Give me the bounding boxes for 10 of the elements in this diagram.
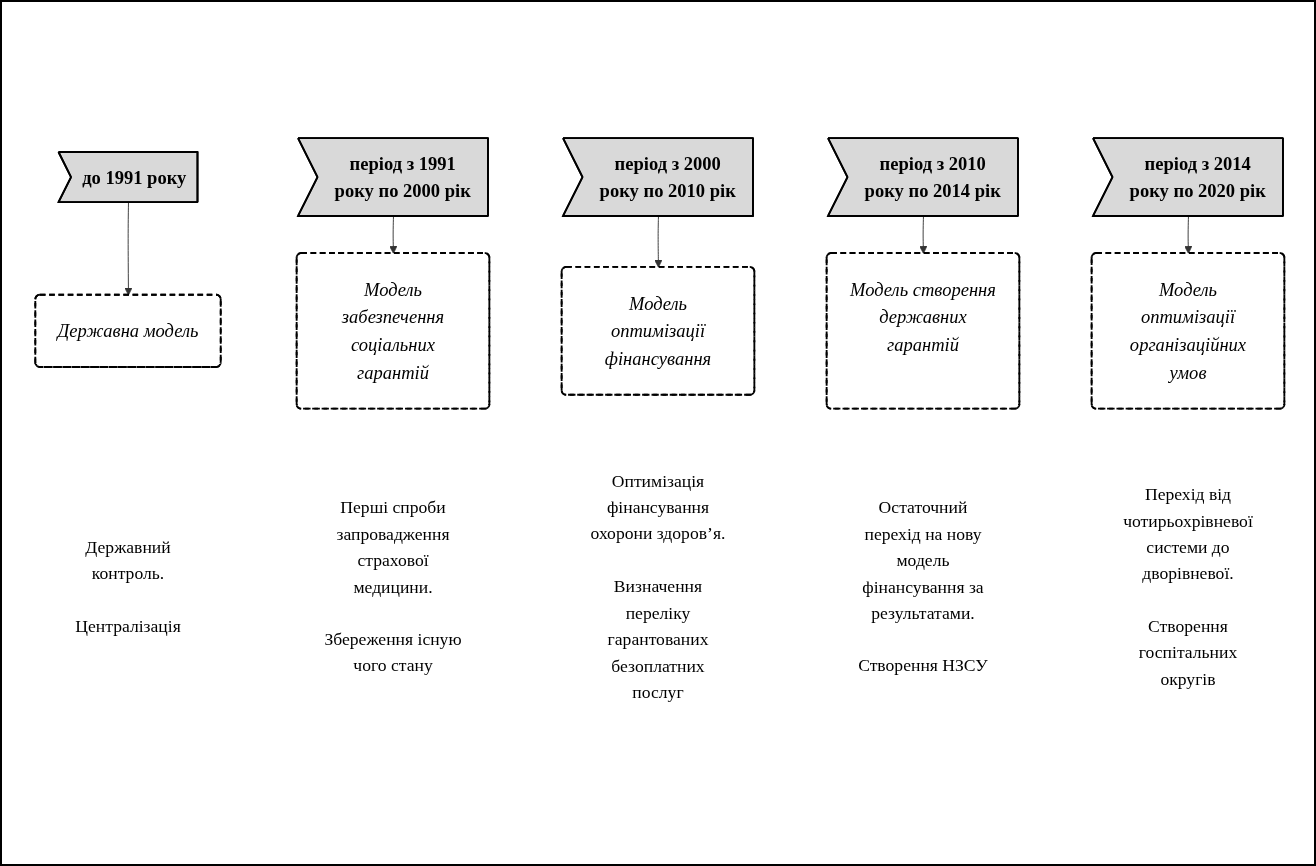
node-label: Визначення переліку гарантованих безоплатних послуг: [607, 576, 709, 702]
node-label: Створення госпітальних округів: [1138, 615, 1238, 689]
node-label: Перехід від чотирьохрівневої системи до дворівневої.: [1123, 483, 1253, 583]
node-label: Остаточний перехід на нову модель фінансування за результатами.: [862, 497, 984, 623]
node-label: Державний контроль.: [85, 536, 171, 583]
node-label: Оптимізація фінансування охорони здоров’я.: [590, 470, 726, 544]
node-label: Перші спроби запровадження страхової медицини.: [336, 497, 450, 596]
node-label: Централізація: [75, 615, 181, 636]
node-label: Створення НЗСУ: [858, 655, 988, 676]
node-label: Збереження існую чого стану: [324, 629, 462, 676]
